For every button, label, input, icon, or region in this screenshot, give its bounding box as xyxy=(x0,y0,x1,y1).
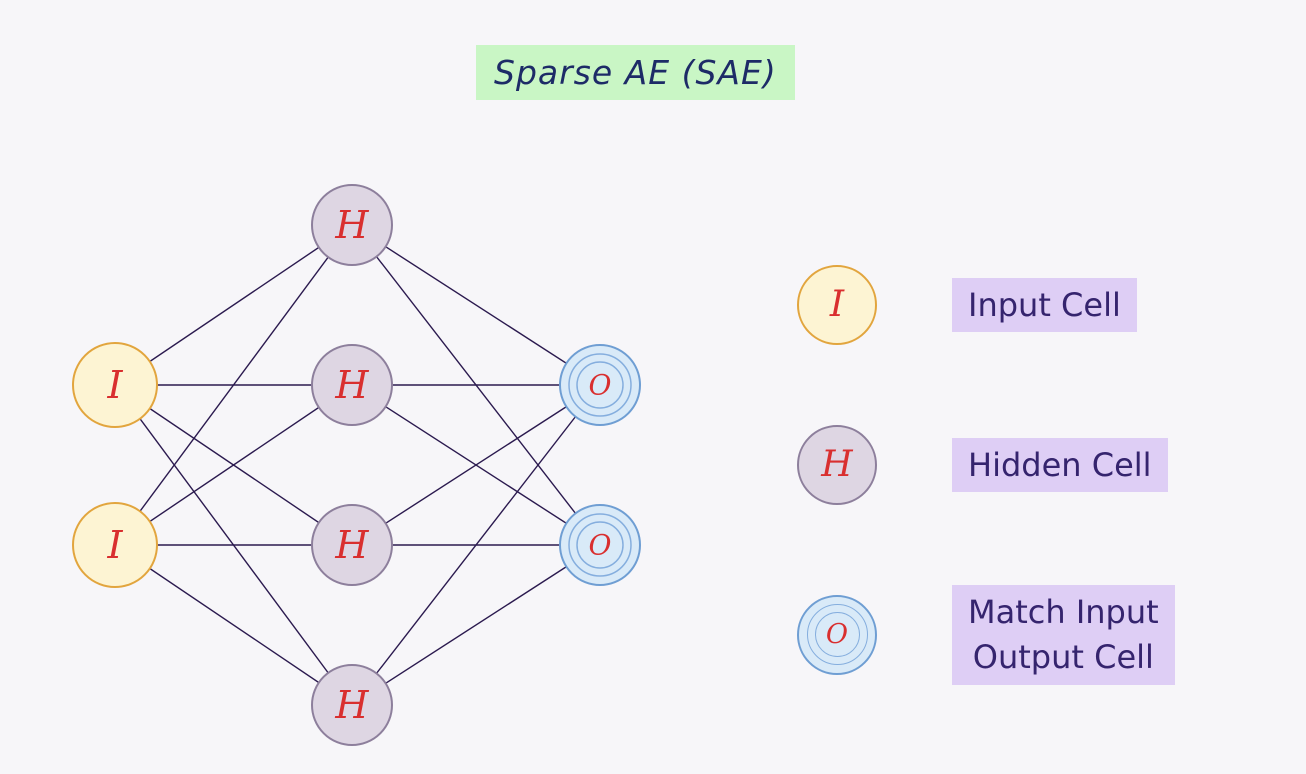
output-node: O xyxy=(559,504,641,586)
diagram-title: Sparse AE (SAE) xyxy=(476,45,795,100)
legend-label-output: Match Input Output Cell xyxy=(952,585,1175,685)
hidden-node-letter: H xyxy=(334,683,369,727)
legend-label-hidden: Hidden Cell xyxy=(952,437,1168,493)
output-node-ring xyxy=(568,513,632,577)
legend-item-input: I Input Cell xyxy=(797,265,1137,345)
edge-i2-h4 xyxy=(114,544,353,706)
output-cell-ring-inner xyxy=(814,612,860,658)
hidden-cell-letter: H xyxy=(821,444,853,485)
input-node: I xyxy=(72,342,158,428)
edge-h3-o1 xyxy=(351,384,601,546)
input-cell-letter: I xyxy=(829,284,845,325)
edge-h4-o2 xyxy=(351,544,601,706)
legend-label-input: Input Cell xyxy=(952,277,1137,333)
edge-h1-o1 xyxy=(351,224,601,386)
hidden-node: H xyxy=(311,664,393,746)
hidden-cell-icon: H xyxy=(797,425,877,505)
output-node-ring xyxy=(576,361,624,409)
output-node-ring xyxy=(568,353,632,417)
input-cell-icon: I xyxy=(797,265,877,345)
hidden-node-letter: H xyxy=(334,203,369,247)
output-node-ring xyxy=(576,521,624,569)
legend-label-hidden-line: Hidden Cell xyxy=(968,445,1152,484)
edge-i1-h1 xyxy=(114,224,353,386)
hidden-node: H xyxy=(311,344,393,426)
output-cell-ring-outer xyxy=(806,604,868,666)
edge-h4-o1 xyxy=(351,384,601,706)
hidden-node: H xyxy=(311,504,393,586)
legend-label-output-line-1: Match Input xyxy=(968,593,1159,631)
input-node: I xyxy=(72,502,158,588)
legend-item-output: O Match Input Output Cell xyxy=(797,585,1175,685)
output-node-letter: O xyxy=(589,369,612,402)
hidden-node-letter: H xyxy=(334,523,369,567)
input-node-letter: I xyxy=(106,523,123,567)
legend-label-output-line-2: Output Cell xyxy=(972,637,1154,676)
output-node-letter: O xyxy=(589,529,612,562)
legend-item-hidden: H Hidden Cell xyxy=(797,425,1168,505)
legend-label-input-line: Input Cell xyxy=(968,285,1121,324)
output-node: O xyxy=(559,344,641,426)
output-cell-letter: O xyxy=(825,619,849,651)
edge-i2-h2 xyxy=(114,384,353,546)
input-node-letter: I xyxy=(106,363,123,407)
hidden-node: H xyxy=(311,184,393,266)
match-input-output-cell-icon: O xyxy=(797,594,877,675)
edge-i2-h1 xyxy=(114,224,353,546)
network-diagram: I I H H H H O O xyxy=(72,184,641,746)
hidden-node-letter: H xyxy=(334,363,369,407)
